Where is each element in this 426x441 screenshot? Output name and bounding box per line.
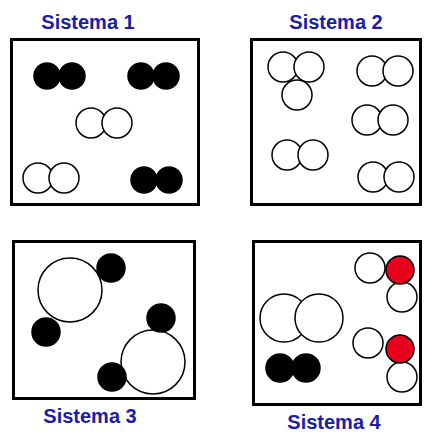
system-box: Sistema 3 [12, 240, 196, 400]
large-atom [121, 330, 185, 394]
system-label: Sistema 2 [289, 11, 382, 33]
system-label: Sistema 3 [43, 405, 136, 427]
black-atom [153, 63, 179, 89]
white-atom [378, 105, 408, 135]
system-box: Sistema 1 [10, 38, 200, 206]
system-label: Sistema 4 [287, 411, 380, 433]
system-4-particles [260, 253, 417, 392]
system-label: Sistema 1 [41, 11, 134, 33]
black-atom [97, 254, 125, 282]
red-atom [386, 256, 414, 284]
white-atom [294, 52, 324, 82]
white-atom [282, 80, 312, 110]
system-box: Sistema 4 [252, 240, 422, 406]
black-atom [292, 354, 320, 382]
system-1-particles [23, 63, 182, 193]
system-3-particles [32, 254, 185, 394]
black-atom [156, 167, 182, 193]
white-atom [102, 108, 132, 138]
white-atom [383, 56, 413, 86]
white-atom [387, 362, 417, 392]
large-atom [295, 294, 343, 342]
white-atom [298, 140, 328, 170]
red-atom [386, 335, 414, 363]
white-atom [384, 162, 414, 192]
white-atom [49, 163, 79, 193]
black-atom [32, 318, 60, 346]
white-atom [353, 328, 383, 358]
black-atom [147, 304, 175, 332]
black-atom [98, 363, 126, 391]
system-box: Sistema 2 [250, 38, 422, 206]
black-atom [131, 167, 157, 193]
black-atom [266, 354, 294, 382]
black-atom [128, 63, 154, 89]
system-2-particles [268, 52, 414, 192]
black-atom [59, 63, 85, 89]
white-atom [355, 253, 385, 283]
white-atom [387, 282, 417, 312]
large-atom [38, 258, 102, 322]
black-atom [34, 63, 60, 89]
